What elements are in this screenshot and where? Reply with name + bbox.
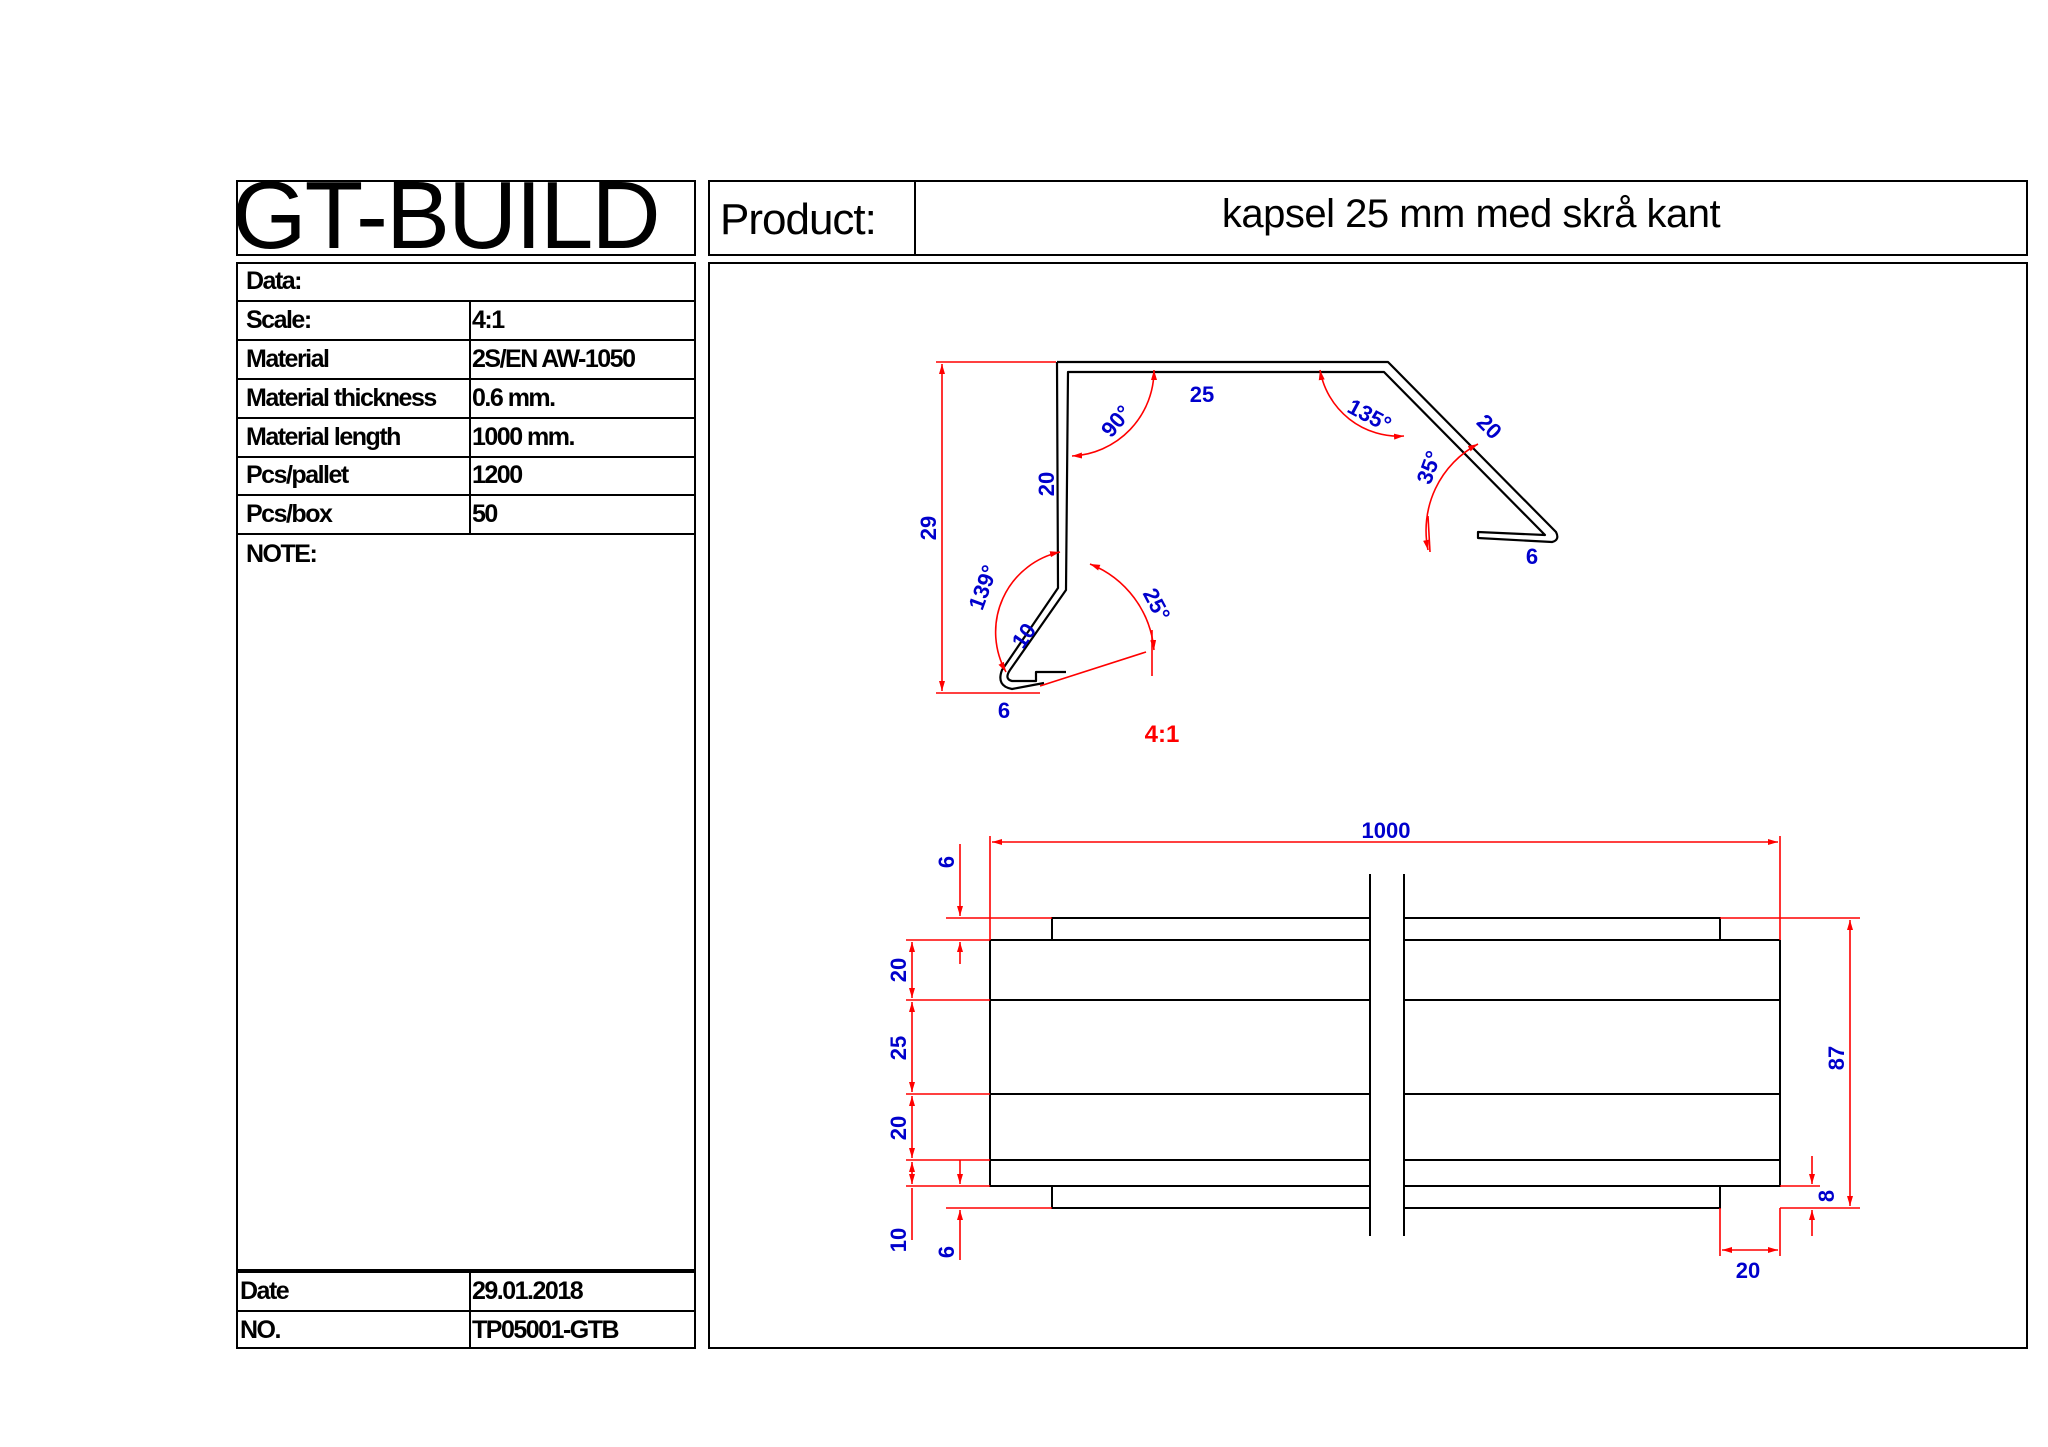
dim-top-6: 6 <box>934 856 959 868</box>
dimension-labels: 29 25 20 20 6 6 10 90° 135° 35° 139° 25°… <box>886 382 1849 1283</box>
dim-hem-10: 10 <box>1007 619 1042 653</box>
dim-hem-6-left: 6 <box>998 698 1010 723</box>
date-label: Date <box>240 1276 290 1305</box>
angle-25: 25° <box>1138 584 1176 625</box>
dim-20-a: 20 <box>886 958 911 982</box>
row-divider <box>236 300 696 302</box>
plan-view-centerlines <box>990 939 1780 1187</box>
column-divider <box>469 300 471 533</box>
material-value: 2S/EN AW-1050 <box>472 344 636 373</box>
angle-139: 139° <box>963 562 1002 613</box>
row-divider <box>236 339 696 341</box>
row-divider <box>236 378 696 380</box>
row-divider <box>236 417 696 419</box>
pcs-box-value: 50 <box>472 499 498 528</box>
product-label: Product: <box>720 195 877 244</box>
material-length-value: 1000 mm. <box>472 422 575 451</box>
note-label: NOTE: <box>246 539 318 568</box>
pcs-box-label: Pcs/box <box>246 499 333 528</box>
dim-25: 25 <box>886 1036 911 1060</box>
material-thickness-value: 0.6 mm. <box>472 383 556 412</box>
row-divider <box>236 456 696 458</box>
dim-bevel-20: 20 <box>1472 409 1507 444</box>
profile-dimensions <box>936 361 1479 694</box>
dim-1000: 1000 <box>1362 818 1411 843</box>
dim-top-25: 25 <box>1190 382 1214 407</box>
dim-hem-6-right: 6 <box>1526 544 1538 569</box>
date-value: 29.01.2018 <box>472 1276 584 1305</box>
angle-90: 90° <box>1096 400 1137 442</box>
plan-dimensions <box>906 836 1860 1260</box>
company-logo: GT-BUILD <box>232 162 661 269</box>
dim-87: 87 <box>1824 1046 1849 1070</box>
plan-view-outline <box>989 874 1781 1236</box>
dim-bottom-6: 6 <box>934 1246 959 1258</box>
dim-side-20: 20 <box>1034 472 1059 496</box>
row-divider <box>236 494 696 496</box>
profile-outer-line <box>1006 360 1559 683</box>
scale-label: Scale: <box>246 305 312 334</box>
dim-8: 8 <box>1814 1190 1839 1202</box>
pcs-pallet-value: 1200 <box>472 461 523 489</box>
angle-35: 35° <box>1412 448 1447 488</box>
product-header <box>708 180 2028 256</box>
profile-outline <box>999 360 1559 691</box>
drawing-frame <box>708 262 2028 1349</box>
column-divider <box>469 1271 471 1349</box>
date-no-box <box>236 1271 696 1349</box>
material-thickness-label: Material thickness <box>246 383 437 412</box>
row-divider <box>236 1310 696 1312</box>
product-name: kapsel 25 mm med skrå kant <box>1221 192 1721 236</box>
material-label: Material <box>246 344 330 373</box>
scale-note: 4:1 <box>1145 721 1180 748</box>
dim-end-20: 20 <box>1736 1258 1760 1283</box>
material-length-label: Material length <box>246 422 401 451</box>
scale-value: 4:1 <box>472 305 505 334</box>
data-label: Data: <box>246 266 303 295</box>
dim-10: 10 <box>886 1228 911 1252</box>
no-label: NO. <box>240 1315 281 1344</box>
row-divider <box>236 533 696 535</box>
no-value: TP05001-GTB <box>472 1315 620 1344</box>
title-block-table <box>236 262 696 1271</box>
dim-20-b: 20 <box>886 1116 911 1140</box>
column-divider <box>914 180 916 256</box>
logo-box <box>236 180 696 256</box>
dim-29: 29 <box>916 516 941 540</box>
pcs-pallet-label: Pcs/pallet <box>246 461 349 489</box>
